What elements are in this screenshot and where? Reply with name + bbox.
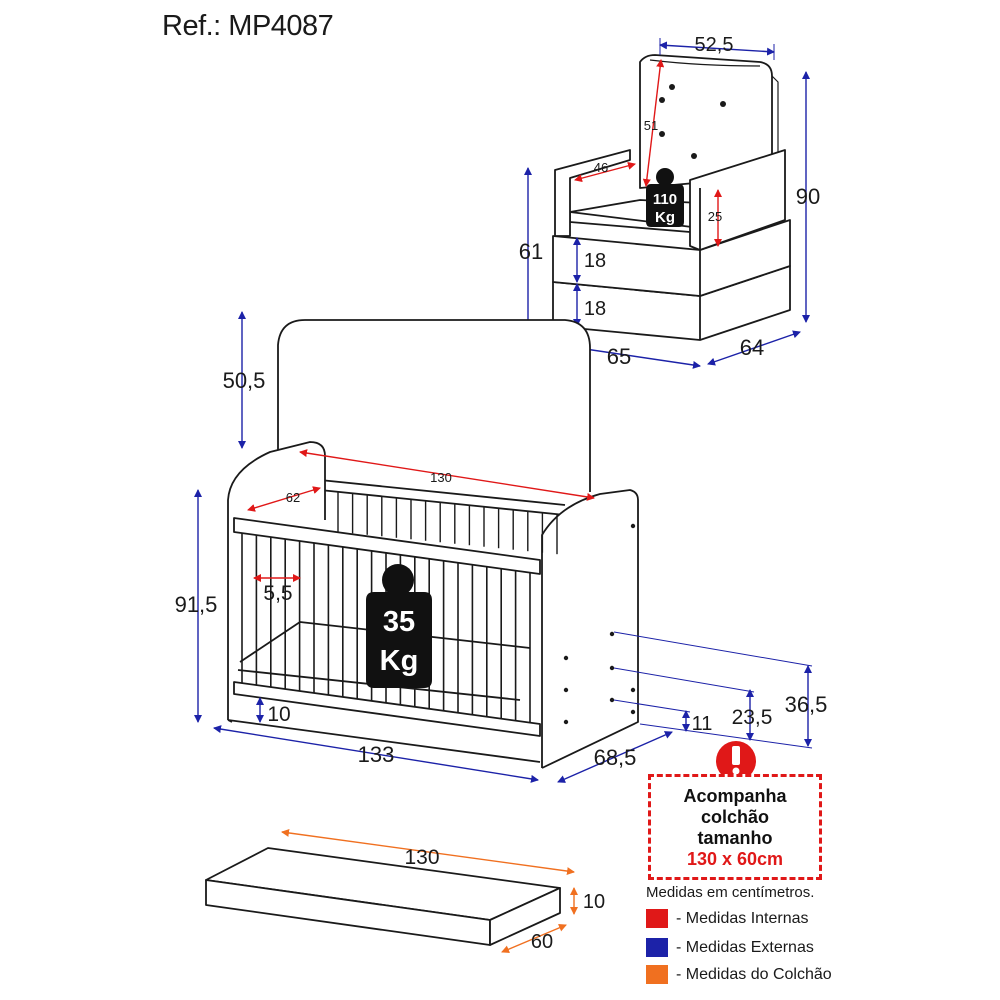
mattress-dim-width: 60 xyxy=(531,931,553,953)
crib-dim-inner-width: 62 xyxy=(286,490,300,505)
armchair-dim-base-lower: 18 xyxy=(584,298,606,320)
armchair-dim-base-upper: 18 xyxy=(584,250,606,272)
crib-dim-inner-length: 130 xyxy=(430,470,452,485)
legend-item-external: - Medidas Externas xyxy=(646,938,866,958)
warning-icon xyxy=(716,741,756,781)
armchair-dim-backrest: 51 xyxy=(644,118,658,133)
crib-dim-slat-gap: 5,5 xyxy=(263,582,292,605)
mattress-included-notice: Acompanha colchão tamanho 130 x 60cm xyxy=(648,774,822,880)
armchair-dimensions xyxy=(524,38,810,369)
crib-dim-depth: 68,5 xyxy=(594,745,637,770)
crib-dim-headboard: 50,5 xyxy=(223,368,266,393)
armchair-weight-icon: 110 Kg xyxy=(646,168,684,227)
legend-label-mattress: - Medidas do Colchão xyxy=(676,966,832,983)
legend-label-external: - Medidas Externas xyxy=(676,939,814,956)
crib-dim-total-height: 91,5 xyxy=(175,592,218,617)
crib-weight-icon: 35 Kg xyxy=(366,564,432,688)
crib-weight-number: 35 xyxy=(383,606,415,638)
notice-size: 130 x 60cm xyxy=(686,849,784,869)
armchair-dim-arm-height: 25 xyxy=(708,209,722,224)
armchair-weight-unit: Kg xyxy=(655,209,675,226)
legend-swatch-external xyxy=(646,938,668,957)
notice-line-1: Acompanha xyxy=(683,786,787,806)
crib-height-holes xyxy=(563,523,636,725)
units-note: Medidas em centímetros. xyxy=(646,884,815,901)
crib-dim-level-3: 36,5 xyxy=(785,692,828,717)
armchair-dim-width-top: 52,5 xyxy=(695,34,734,56)
notice-line-2: colchão xyxy=(700,807,770,827)
armchair-dim-width: 65 xyxy=(607,344,631,369)
mattress-dim-height: 10 xyxy=(583,891,605,913)
crib-dim-level-1: 11 xyxy=(692,713,713,735)
armchair-dim-height-total: 90 xyxy=(796,184,820,209)
crib-weight-unit: Kg xyxy=(380,645,419,677)
legend-item-mattress: - Medidas do Colchão xyxy=(646,965,866,985)
legend-item-internal: - Medidas Internas xyxy=(646,909,866,929)
crib-drawing xyxy=(227,319,639,769)
crib-dim-bottom-clearance: 10 xyxy=(267,703,290,726)
crib-dim-length: 133 xyxy=(358,742,395,767)
armchair-dim-seat-depth: 46 xyxy=(594,160,608,175)
armchair-dim-side-height: 61 xyxy=(519,239,543,264)
armchair-weight-number: 110 xyxy=(653,191,677,208)
reference-code: Ref.: MP4087 xyxy=(162,10,334,42)
crib-dimensions xyxy=(194,311,813,783)
notice-line-3: tamanho xyxy=(697,828,773,848)
mattress-dim-length: 130 xyxy=(404,846,439,869)
crib-dim-level-2: 23,5 xyxy=(732,706,773,729)
legend-swatch-internal xyxy=(646,909,668,928)
armchair-dim-depth: 64 xyxy=(740,335,764,360)
mattress-dimensions xyxy=(281,828,578,953)
legend-swatch-mattress xyxy=(646,965,668,984)
legend-label-internal: - Medidas Internas xyxy=(676,910,809,927)
